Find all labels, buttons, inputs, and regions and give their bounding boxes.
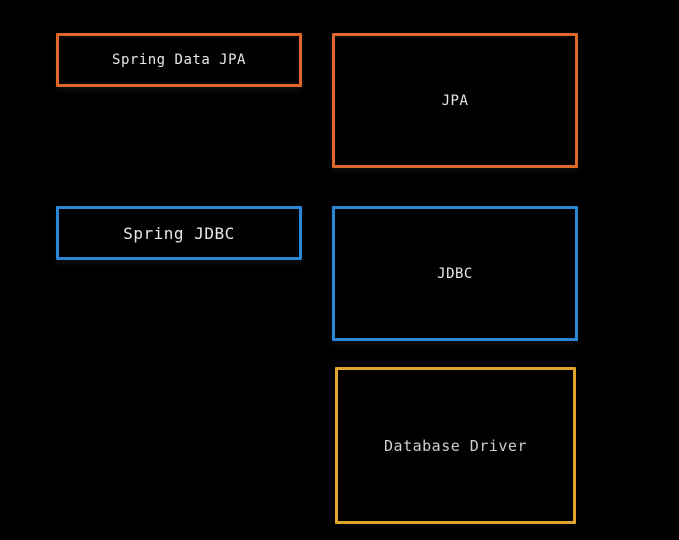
- jpa-label: JPA: [441, 92, 469, 109]
- spring-data-jpa-label: Spring Data JPA: [112, 52, 246, 68]
- spring-data-jpa-box: Spring Data JPA: [56, 33, 302, 87]
- jdbc-label: JDBC: [437, 265, 473, 282]
- jdbc-box: JDBC: [332, 206, 578, 341]
- jpa-box: JPA: [332, 33, 578, 168]
- database-driver-label: Database Driver: [384, 436, 527, 455]
- spring-jdbc-box: Spring JDBC: [56, 206, 302, 260]
- database-driver-box: Database Driver: [335, 367, 576, 524]
- spring-jdbc-label: Spring JDBC: [123, 223, 235, 243]
